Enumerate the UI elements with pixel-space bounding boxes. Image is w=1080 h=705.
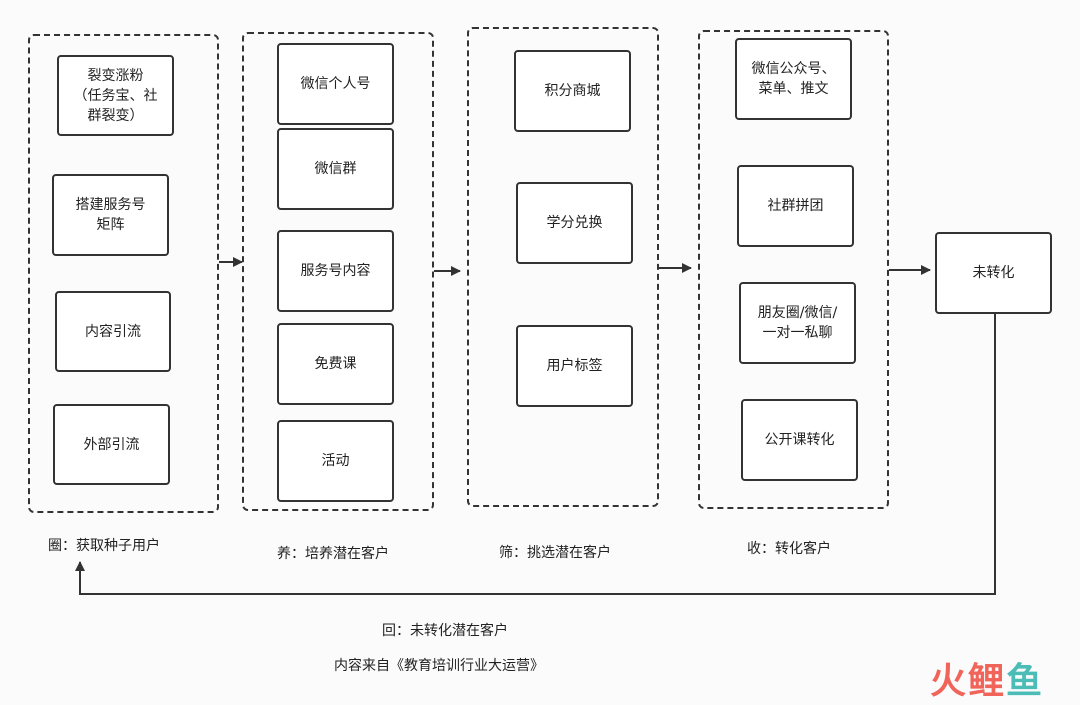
node-points-mall: 积分商城 bbox=[514, 50, 631, 132]
logo-char-yu: 鱼 bbox=[1006, 661, 1045, 702]
node-free-course: 免费课 bbox=[277, 323, 394, 405]
node-fission-growth: 裂变涨粉 （任务宝、社 群裂变） bbox=[57, 55, 174, 136]
node-activity: 活动 bbox=[277, 420, 394, 502]
arrow-loop-back bbox=[75, 314, 996, 595]
node-user-tags: 用户标签 bbox=[516, 325, 633, 407]
caption-shou: 收：转化客户 bbox=[747, 541, 831, 557]
node-open-class: 公开课转化 bbox=[741, 399, 858, 481]
caption-yang: 养：培养潜在客户 bbox=[277, 546, 389, 562]
node-content-traffic: 内容引流 bbox=[55, 291, 171, 372]
node-official-account: 微信公众号、 菜单、推文 bbox=[735, 38, 852, 120]
stage-quan-group bbox=[28, 34, 219, 513]
node-external-traffic: 外部引流 bbox=[53, 404, 170, 485]
node-group-buying: 社群拼团 bbox=[737, 165, 854, 247]
logo-char-huo: 火 bbox=[929, 661, 968, 702]
node-private-chat: 朋友圈/微信/ 一对一私聊 bbox=[739, 282, 856, 364]
caption-shai: 筛：挑选潜在客户 bbox=[499, 545, 611, 561]
logo-char-li: 鲤 bbox=[967, 661, 1006, 702]
caption-loop-back: 回：未转化潜在客户 bbox=[382, 623, 508, 639]
stage-yang-group bbox=[242, 32, 434, 511]
node-credit-exchange: 学分兑换 bbox=[516, 182, 633, 264]
node-service-content: 服务号内容 bbox=[277, 230, 394, 312]
node-wechat-group: 微信群 bbox=[277, 128, 394, 210]
stage-shai-group bbox=[467, 27, 659, 507]
node-unconverted: 未转化 bbox=[935, 232, 1052, 314]
stage-shou-group bbox=[698, 30, 889, 509]
node-service-account-matrix: 搭建服务号 矩阵 bbox=[52, 174, 169, 256]
node-wechat-personal: 微信个人号 bbox=[277, 43, 394, 125]
huoliyu-logo: 火鲤鱼 bbox=[912, 656, 1062, 702]
caption-quan: 圈：获取种子用户 bbox=[48, 538, 160, 554]
source-note: 内容来自《教育培训行业大运营》 bbox=[334, 658, 544, 674]
